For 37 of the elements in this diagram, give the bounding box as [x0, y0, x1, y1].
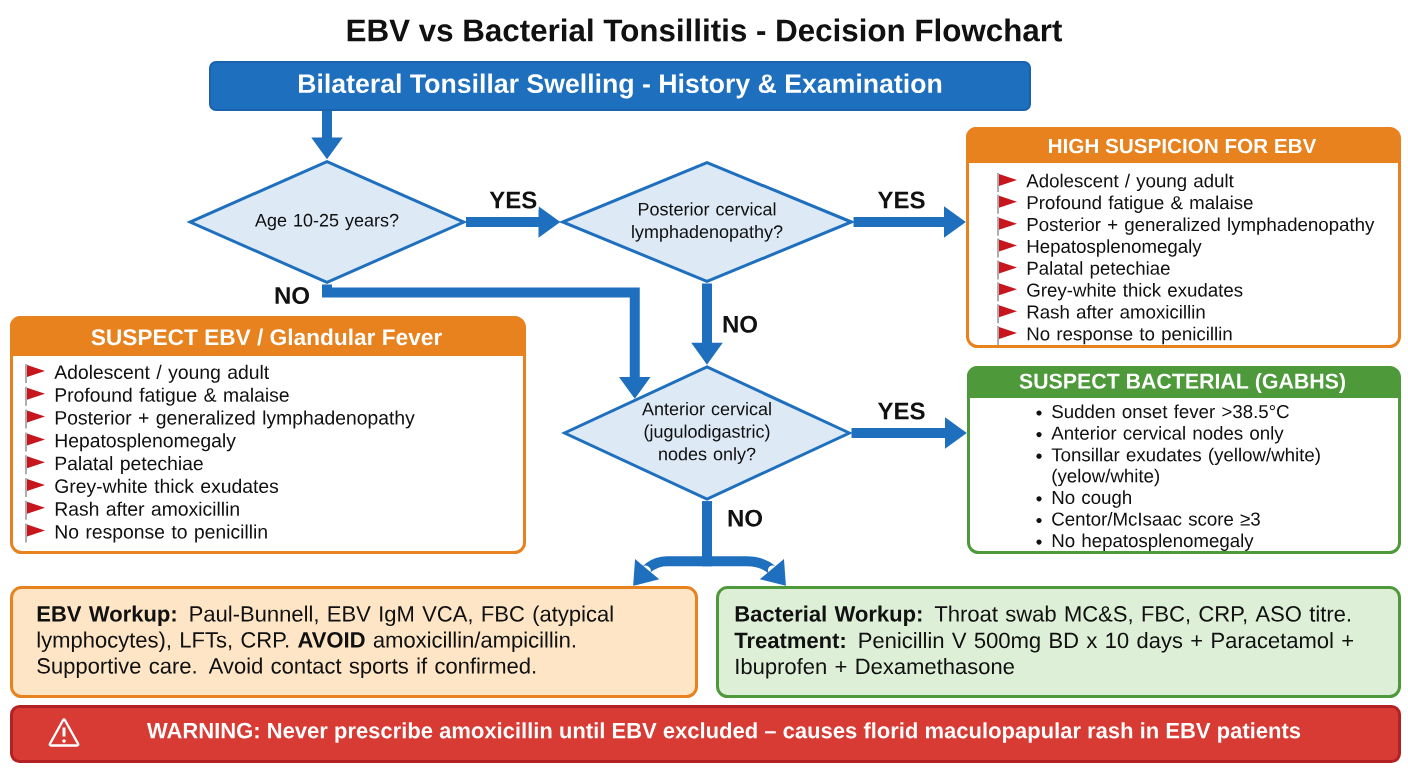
edge-label: NO — [720, 314, 760, 334]
list-item: Centor/McIsaac score ≥3 — [1052, 511, 1260, 526]
edge-label: YES — [487, 190, 539, 210]
list-item: Sudden onset fever >38.5°C — [1052, 404, 1289, 419]
list-item: Palatal petechiae — [55, 456, 203, 475]
list-item: Grey-white thick exudates — [1027, 283, 1243, 301]
list-item: Adolescent / young adult — [54, 364, 270, 383]
list-item: Hepatosplenomegaly — [55, 433, 236, 452]
edge-label: NO — [272, 285, 312, 306]
header-band: HIGH SUSPICION FOR EBV — [966, 127, 1398, 163]
list-item: Profound fatigue & malaise — [1027, 195, 1253, 213]
list-item: Palatal petechiae — [1027, 261, 1170, 279]
list-item: Posterior + generalized lymphadenopathy — [1027, 217, 1375, 235]
paragraph: Bacterial Workup: Throat swab MC&S, FBC, CRP, ASO titre. — [735, 605, 1350, 627]
list-item: Profound fatigue & malaise — [55, 387, 289, 406]
list-item: Hepatosplenomegaly — [1027, 239, 1202, 257]
header-band: SUSPECT BACTERIAL (GABHS) — [967, 366, 1398, 398]
list-item: No response to penicillin — [1027, 326, 1232, 345]
note-box: EBV Workup: Paul-Bunnell, EBV IgM VCA, FBC (atypical lymphocytes), LFTs, CRP. AVOID amoxicillin/ampicillin. Supportive care. Avoid contact sports if confirmed. — [10, 586, 698, 698]
list-item: Rash after amoxicillin — [1027, 304, 1205, 319]
header-band: SUSPECT EBV / Glandular Fever — [10, 316, 523, 356]
list-item: No cough — [1052, 490, 1131, 508]
list-item: Tonsillar exudates (yellow/white) (yelow/white) — [1051, 447, 1320, 487]
list-item: Posterior + generalized lymphadenopathy — [55, 410, 415, 429]
list-item: No hepatosplenomegaly — [1052, 533, 1254, 551]
list-item: No response to penicillin — [55, 524, 267, 543]
edge-label: YES — [876, 190, 927, 210]
title: EBV vs Bacterial Tonsillitis - Decision Flowchart — [347, 18, 1062, 42]
warning-banner: WARNING: Never prescribe amoxicillin until EBV excluded – causes florid maculopapular rash in EBV patients — [10, 705, 1401, 763]
list-item: Grey-white thick exudates — [55, 478, 279, 497]
edge-label: YES — [876, 401, 927, 421]
list-item: Adolescent / young adult — [1026, 173, 1234, 192]
list-item: Anterior cervical nodes only — [1051, 426, 1284, 444]
edge-label: NO — [725, 508, 765, 528]
list-item: Rash after amoxicillin — [55, 501, 239, 516]
header-bar: Bilateral Tonsillar Swelling - History & Examination — [209, 61, 1031, 111]
paragraph: Treatment: Penicillin V 500mg BD x 10 days + Paracetamol + Ibuprofen + Dexamethasone — [734, 632, 1353, 679]
